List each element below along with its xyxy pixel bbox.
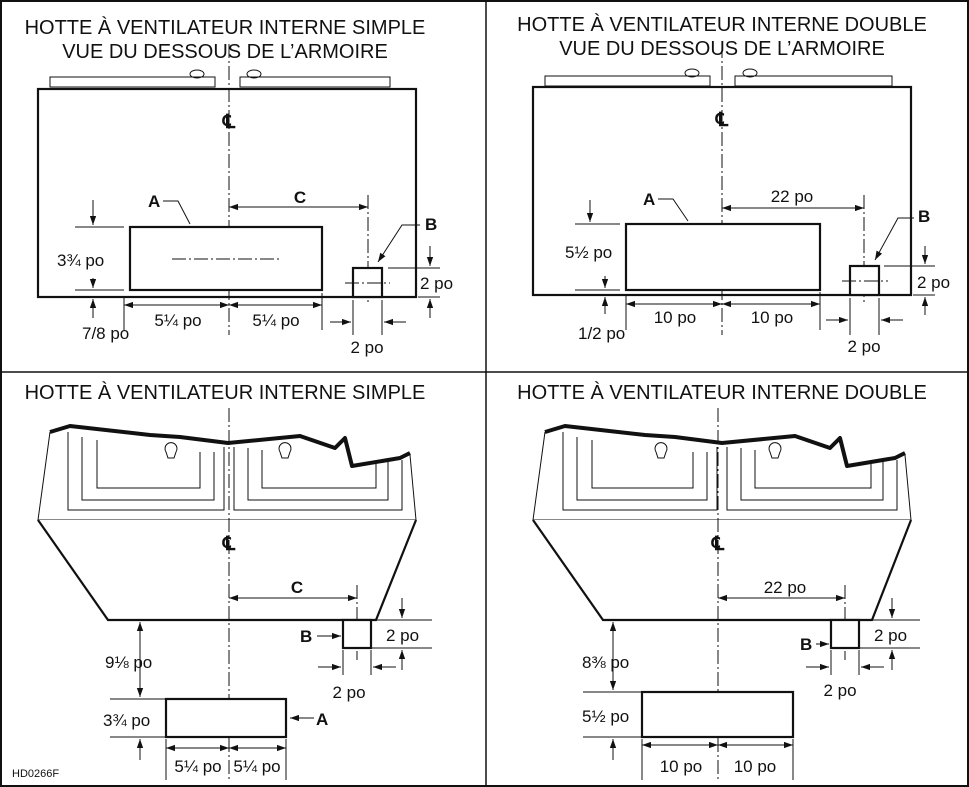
figure-code: HD0266F xyxy=(12,768,59,780)
dim-b-width: 2 po xyxy=(350,338,383,357)
centerline-symbol: ℄ xyxy=(222,112,236,133)
dim-b-height: 2 po xyxy=(420,274,453,293)
dim-half-right: 5¼ po xyxy=(233,757,280,776)
dim-b-height: 2 po xyxy=(386,626,419,645)
label-a: A xyxy=(148,192,160,211)
top-strip xyxy=(734,75,893,87)
dim-half-right: 10 po xyxy=(734,757,777,776)
door-right-panel xyxy=(261,450,377,489)
label-b: B xyxy=(425,215,437,234)
panel-single-perspective: HOTTE À VENTILATEUR INTERNE SIMPLE ℄ C B… xyxy=(12,381,432,780)
cutout-a xyxy=(640,690,795,739)
panel-title: HOTTE À VENTILATEUR INTERNE DOUBLE xyxy=(517,13,927,36)
panel-subtitle: VUE DU DESSOUS DE L’ARMOIRE xyxy=(62,41,388,63)
label-a: A xyxy=(643,190,655,209)
dim-b-width: 2 po xyxy=(847,337,880,356)
label-c: C xyxy=(291,578,303,597)
cutout-a xyxy=(164,697,288,739)
centerline-symbol: ℄ xyxy=(711,534,725,555)
knob-icon xyxy=(278,442,292,459)
label-b: B xyxy=(918,207,930,226)
knob-icon xyxy=(654,442,668,459)
knob-icon xyxy=(164,442,178,459)
door-right xyxy=(726,447,898,511)
dim-gap: 9⅛ po xyxy=(105,653,152,672)
centerline-symbol: ℄ xyxy=(715,110,729,131)
label-c: C xyxy=(294,188,306,207)
dim-height: 5½ po xyxy=(582,707,629,726)
door-left-inner xyxy=(81,437,215,501)
cabinet-frame xyxy=(532,431,912,521)
dim-half-left: 5¼ po xyxy=(154,311,201,330)
dim-b-height: 2 po xyxy=(917,273,950,292)
leader-a xyxy=(658,198,689,222)
dim-half-right: 5¼ po xyxy=(252,311,299,330)
door-left-panel xyxy=(591,440,694,489)
door-right-inner xyxy=(247,448,389,501)
knob-icon xyxy=(189,69,205,79)
door-right xyxy=(233,447,403,511)
vent-b xyxy=(829,618,861,650)
cabinet-break-line xyxy=(544,424,906,468)
dim-half-left: 10 po xyxy=(660,757,703,776)
leader-b xyxy=(377,224,420,263)
dim-c: 22 po xyxy=(764,578,807,597)
door-left-inner xyxy=(576,437,708,501)
dim-half-left: 5¼ po xyxy=(174,757,221,776)
panel-title: HOTTE À VENTILATEUR INTERNE DOUBLE xyxy=(517,381,927,404)
label-a: A xyxy=(316,710,328,729)
cabinet-break-line xyxy=(49,424,411,468)
door-left-panel xyxy=(96,440,201,489)
top-strip xyxy=(49,76,216,88)
dim-c: 22 po xyxy=(771,187,814,206)
dim-offset: 1/2 po xyxy=(578,324,625,343)
label-b: B xyxy=(800,635,812,654)
door-right-inner xyxy=(740,448,884,501)
door-right-panel xyxy=(754,450,872,489)
dim-height: 3¾ po xyxy=(103,711,150,730)
vent-b xyxy=(341,618,373,650)
knob-icon xyxy=(768,442,782,459)
top-strip xyxy=(544,75,711,87)
panel-title: HOTTE À VENTILATEUR INTERNE SIMPLE xyxy=(25,16,426,39)
knob-icon xyxy=(246,69,262,79)
knob-icon xyxy=(684,68,700,78)
knob-icon xyxy=(742,68,758,78)
dim-half-left: 10 po xyxy=(654,308,697,327)
dim-gap: 8⅜ po xyxy=(582,653,629,672)
centerline-symbol: ℄ xyxy=(222,534,236,555)
cutout-a xyxy=(624,222,822,292)
panel-double-perspective: HOTTE À VENTILATEUR INTERNE DOUBLE ℄ 22 … xyxy=(517,381,927,780)
label-b: B xyxy=(300,627,312,646)
dim-b-width: 2 po xyxy=(823,681,856,700)
door-left xyxy=(562,432,718,511)
leader-b xyxy=(874,217,914,261)
dim-b-width: 2 po xyxy=(332,683,365,702)
dim-half-right: 10 po xyxy=(751,308,794,327)
leader-a xyxy=(163,200,191,225)
dim-height: 5½ po xyxy=(565,243,612,262)
panel-double-bottom-view: HOTTE À VENTILATEUR INTERNE DOUBLE VUE D… xyxy=(517,13,950,356)
dim-b-height: 2 po xyxy=(874,626,907,645)
dim-offset: 7/8 po xyxy=(82,324,129,343)
door-left xyxy=(67,432,225,511)
dim-height: 3¾ po xyxy=(57,251,104,270)
panel-single-bottom-view: HOTTE À VENTILATEUR INTERNE SIMPLE VUE D… xyxy=(25,16,454,357)
top-strip xyxy=(239,76,391,88)
panel-title: HOTTE À VENTILATEUR INTERNE SIMPLE xyxy=(25,381,426,404)
cabinet-frame xyxy=(37,431,417,521)
